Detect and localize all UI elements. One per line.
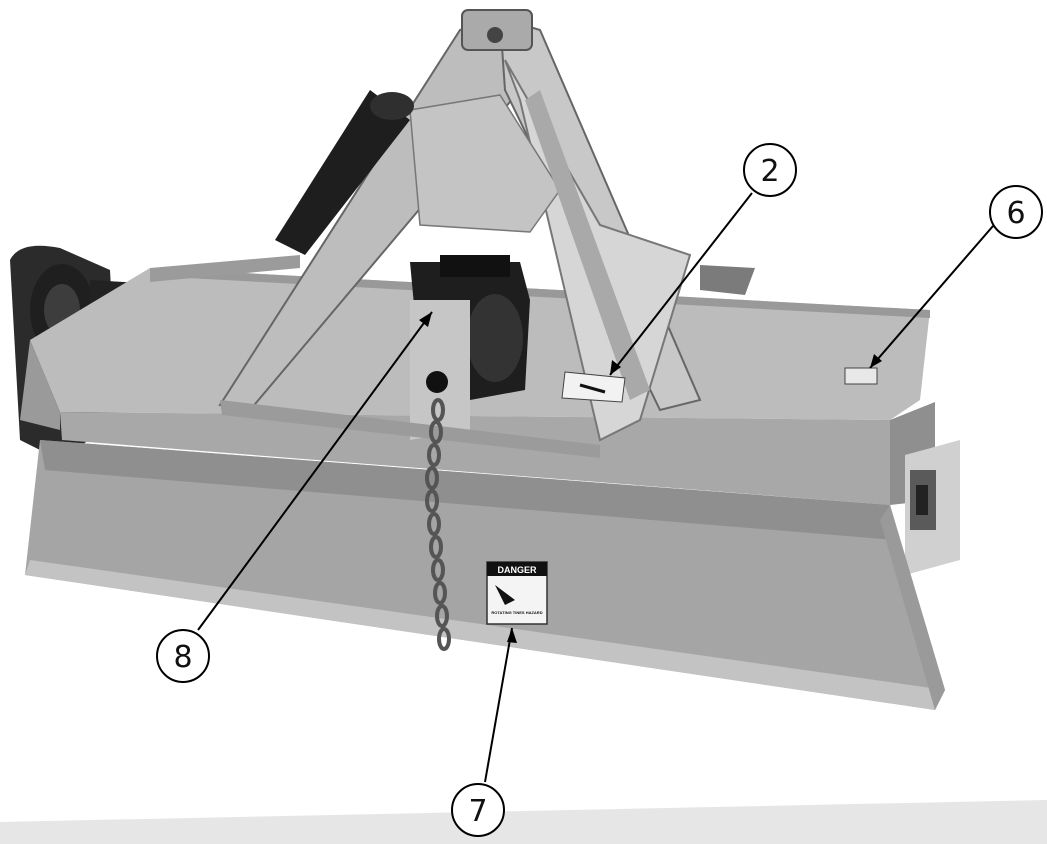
callout-7-label: 7 [468, 794, 487, 829]
serial-plate-decal [844, 367, 878, 385]
leader-line-2 [609, 192, 753, 376]
top-link-pin [700, 265, 755, 295]
a-frame-hitch [218, 9, 702, 442]
right-end-plate [905, 440, 960, 575]
safety-chain [425, 398, 451, 651]
callout-2: 2 [743, 143, 797, 197]
callout-7: 7 [451, 783, 505, 837]
danger-header-text: DANGER [497, 565, 537, 575]
rear-shield [25, 440, 945, 710]
callout-8-label: 8 [173, 640, 192, 675]
front-danger-decal: DANGER ROTATING TINES HAZARD [486, 561, 548, 625]
callout-2-label: 2 [760, 154, 779, 189]
hitch-plate [410, 300, 470, 440]
storage-tube [275, 90, 414, 255]
leader-lines [197, 192, 994, 783]
floor-shadow [0, 800, 1047, 844]
lower-links [150, 255, 600, 458]
leader-line-7 [484, 627, 513, 783]
callout-6-label: 6 [1006, 196, 1025, 231]
callout-6: 6 [989, 185, 1043, 239]
arrowhead-6 [870, 354, 882, 368]
danger-line-text: ROTATING TINES HAZARD [491, 610, 542, 615]
leader-arrowheads [419, 312, 882, 643]
arrowhead-2 [610, 360, 621, 375]
arrowhead-8 [419, 312, 432, 327]
leader-line-8 [197, 311, 433, 631]
callout-8: 8 [156, 629, 210, 683]
leader-line-6 [869, 225, 994, 369]
arrowhead-7 [507, 628, 517, 643]
deck-warning-decal [561, 371, 626, 403]
